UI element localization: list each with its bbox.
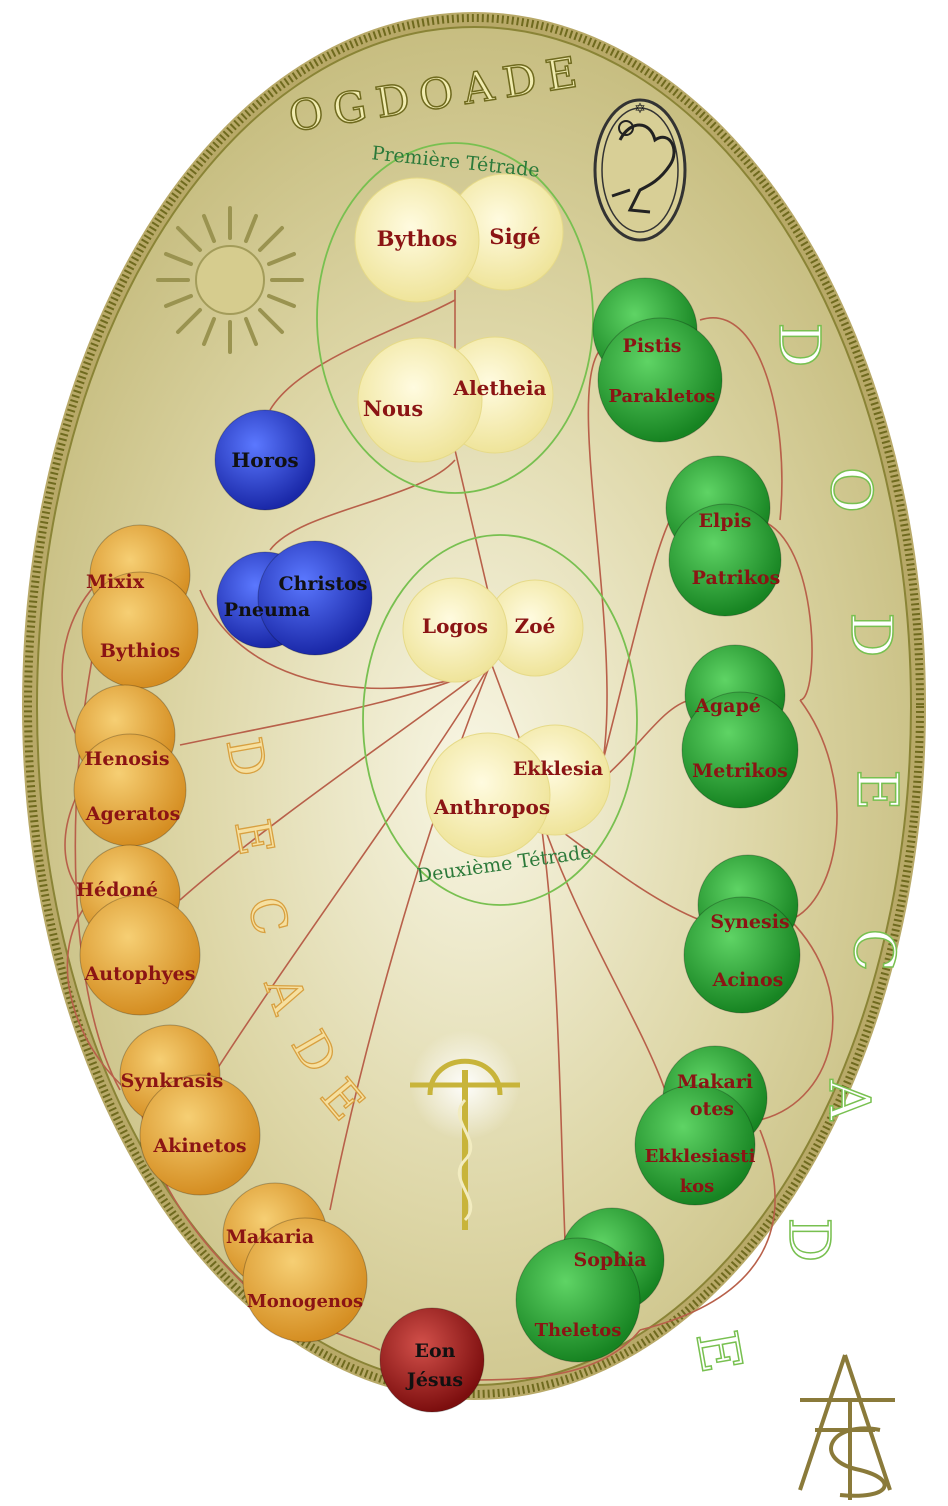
svg-text:✡: ✡ <box>634 102 646 117</box>
eon-label: Elpis <box>699 510 752 532</box>
eon-label: kos <box>680 1176 715 1197</box>
eon-label: Makaria <box>226 1226 314 1248</box>
eon-label: Agapé <box>694 695 761 717</box>
dodecade-letters: D O D E C A D E <box>682 322 910 1379</box>
eon-sphere <box>79 894 201 1016</box>
eon-sphere <box>681 691 799 809</box>
eon-sphere <box>214 409 316 511</box>
dodecade-letter: E <box>683 1326 754 1378</box>
eon-label: Autophyes <box>84 963 196 985</box>
eon-label: Jésus <box>405 1369 463 1391</box>
dodecade-letter: O <box>818 467 883 513</box>
dodecade-letter: A <box>816 1079 881 1121</box>
eon-sphere <box>634 1084 756 1206</box>
dodecade-letter: D <box>766 323 831 368</box>
eon-label: Sophia <box>573 1249 646 1271</box>
eon-label: Zoé <box>515 614 556 638</box>
eon-sphere <box>515 1237 641 1363</box>
second-tetrad-ring <box>362 534 638 906</box>
eon-label: Christos <box>278 573 367 595</box>
eon-label: Mixix <box>86 571 145 593</box>
eon-sphere <box>357 337 483 463</box>
eon-label: Synesis <box>710 911 789 933</box>
eon-label: Patrikos <box>692 567 781 589</box>
dodecade-letter: D <box>838 613 903 658</box>
eon-label: Logos <box>422 614 488 638</box>
eon-label: Bythos <box>377 226 458 251</box>
eon-label: Hédoné <box>76 879 158 901</box>
gem-seal-icon: ✡ <box>593 98 687 242</box>
first-tetrad-ring <box>316 142 594 494</box>
eon-sphere <box>379 1307 485 1413</box>
eon-label: Bythios <box>100 640 180 662</box>
pair-nous-aletheia: Nous Aletheia <box>357 336 554 463</box>
pair-anthropos-ekklesia: Anthropos Ekklesia <box>425 724 611 858</box>
eon-label: Monogenos <box>247 1291 363 1312</box>
pair-logos-zoe: Logos Zoé <box>402 577 584 683</box>
dodecade-letter: E <box>844 770 909 811</box>
eon-label: Parakletos <box>608 386 715 407</box>
eon-label: Eon <box>415 1340 456 1362</box>
dodecade-letter: D <box>776 1218 841 1263</box>
eon-sphere <box>668 503 782 617</box>
eon-sphere <box>139 1074 261 1196</box>
eon-label: Metrikos <box>692 760 788 782</box>
eon-sphere <box>683 896 801 1014</box>
eon-label: Sigé <box>489 224 540 249</box>
eon-label: otes <box>690 1098 734 1120</box>
eon-label: Henosis <box>84 748 169 770</box>
eon-label: Ekklesiasti <box>645 1146 756 1167</box>
eon-sphere <box>242 1217 368 1343</box>
cross-serpent-icon <box>410 1030 520 1230</box>
sun-icon <box>156 206 304 354</box>
eon-sphere <box>354 177 480 303</box>
eon-label: Aletheia <box>453 376 547 400</box>
eon-label: Ageratos <box>85 803 181 825</box>
eon-sphere <box>402 577 508 683</box>
monogram-icon <box>798 1354 895 1500</box>
eon-label: Pistis <box>623 335 682 357</box>
eon-label: Pneuma <box>224 599 310 621</box>
eon-label: Ekklesia <box>513 758 603 780</box>
eon-label: Theletos <box>535 1320 622 1341</box>
eon-label: Acinos <box>712 969 784 991</box>
eon-label: Akinetos <box>152 1135 246 1157</box>
eon-sphere <box>597 317 723 443</box>
eon-label: Horos <box>231 448 298 472</box>
pair-bythos-sige: Bythos Sigé <box>354 173 564 303</box>
eon-label: Anthropos <box>433 795 550 819</box>
horos: Horos <box>214 409 316 511</box>
eon-label: Makari <box>677 1071 753 1093</box>
eon-sphere <box>257 540 373 656</box>
eon-label: Synkrasis <box>121 1070 224 1092</box>
eon-sphere <box>425 732 551 858</box>
eon-label: Nous <box>363 396 423 421</box>
dodecade-letter: C <box>841 929 906 972</box>
tetrad-rings <box>316 142 638 906</box>
